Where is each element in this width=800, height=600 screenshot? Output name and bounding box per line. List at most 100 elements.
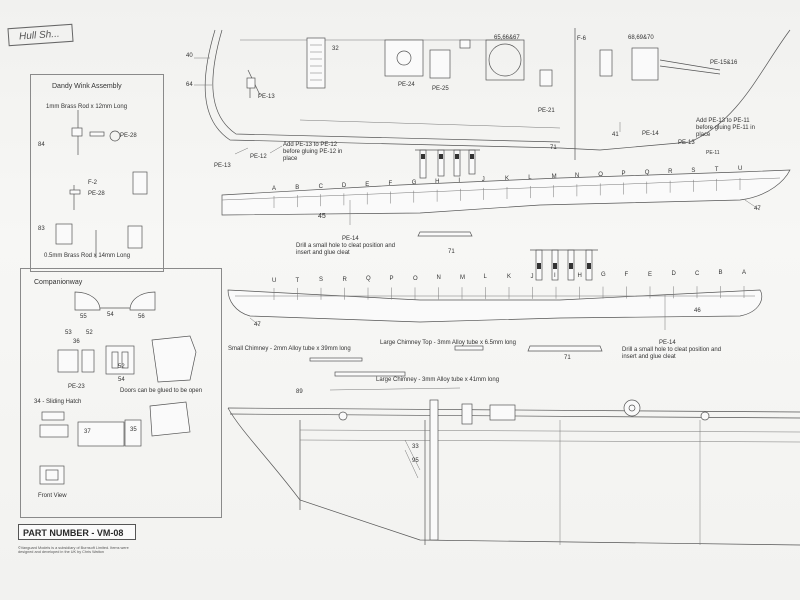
rail-lower-letter: F [624, 272, 629, 278]
small-chimney-label: Small Chimney - 2mm Alloy tube x 39mm lo… [228, 346, 351, 352]
dandy-label-84: 84 [38, 142, 45, 148]
part-number-box: PART NUMBER - VM-08 [18, 524, 136, 540]
rail-lower-note: Drill a small hole to cleat position and… [622, 347, 722, 360]
rail-upper-letter: I [458, 178, 461, 184]
rail-lower-letter: E [648, 271, 653, 278]
rail-upper-letter: G [411, 180, 417, 186]
rail-lower-letter: M [460, 274, 465, 281]
note-add-pe11: Add PE-13 to PE-11 before gluing PE-11 i… [696, 118, 755, 138]
dandy-label-f2: F-2 [88, 180, 97, 186]
hull-label-95: 95 [412, 458, 419, 464]
rail-upper-letter: K [505, 176, 510, 182]
companionway-box [20, 268, 222, 518]
comp-label-54b: 54 [118, 377, 125, 383]
rail-lower-letter: S [319, 277, 324, 284]
label-f6: F-6 [577, 36, 586, 42]
rail-upper-letter: N [574, 173, 580, 179]
rail-upper-47: 47 [754, 206, 761, 212]
comp-label-53: 53 [65, 330, 72, 336]
rail-lower-letter: B [718, 270, 723, 277]
dandy-label-83: 83 [38, 226, 45, 232]
label-40: 40 [186, 53, 193, 59]
rail-upper-letter: Q [644, 170, 650, 176]
comp-label-55: 55 [80, 314, 87, 320]
rail-upper-letter: A [272, 186, 277, 192]
front-view-label: Front View [38, 493, 67, 499]
rail-upper-71: 71 [448, 249, 455, 255]
label-pe13-right: PE-13 [678, 140, 695, 146]
rail-lower-letter: L [483, 274, 487, 281]
rail-lower-letter: I [554, 273, 556, 280]
label-32: 32 [332, 46, 339, 52]
hull-label-89: 89 [296, 389, 303, 395]
label-64: 64 [186, 82, 193, 88]
label-pe15-16: PE-15&16 [710, 60, 738, 66]
dandy-wink-title: Dandy Wink Assembly [52, 83, 122, 90]
label-pe21: PE-21 [538, 108, 555, 114]
label-71-top: 71 [550, 145, 557, 151]
leader-lines [194, 57, 761, 327]
rail-lower-letter: P [389, 276, 394, 282]
rail-lower-letter: D [671, 271, 676, 278]
rail-lower-47: 47 [254, 322, 261, 328]
copyright-text: ©Vanguard Models is a subsidiary of Burn… [18, 546, 129, 555]
rail-upper-letter: P [621, 171, 626, 177]
rail-upper-letter: U [738, 166, 743, 172]
rail-lower-letter: O [413, 275, 418, 282]
label-41: 41 [612, 132, 619, 138]
rail-lower-pe14: PE-14 [659, 340, 676, 346]
comp-label-56: 56 [138, 314, 145, 320]
dandy-rod-top: 1mm Brass Rod x 12mm Long [46, 104, 128, 110]
rail-lower-letter: C [695, 270, 700, 277]
comp-label-52b: 52 [118, 364, 125, 370]
rail-upper-letter: F [388, 181, 393, 187]
comp-label-54a: 54 [107, 312, 114, 318]
large-chimney-label: Large Chimney - 3mm Alloy tube x 41mm lo… [376, 377, 500, 383]
companionway-title: Companionway [34, 279, 83, 286]
rail-upper-letter: T [714, 167, 719, 173]
rail-upper-letter: R [668, 169, 673, 175]
sliding-hatch-label: 34 - Sliding Hatch [34, 399, 82, 405]
rail-lower-letter: U [272, 278, 277, 284]
rail-upper-letter: E [365, 182, 370, 188]
dandy-rod-bottom: 0.5mm Brass Rod x 14mm Long [44, 253, 131, 259]
label-pe14-top: PE-14 [642, 131, 659, 137]
rail-upper-drawing [221, 149, 791, 237]
rail-lower-letter: G [601, 272, 606, 279]
rail-upper-letter: H [435, 179, 440, 185]
label-pe24: PE-24 [398, 82, 415, 88]
label-pe13-left: PE-13 [214, 163, 231, 169]
note-add-pe12: Add PE-13 to PE-12 before gluing PE-12 i… [283, 142, 343, 162]
label-68-69-70: 68,69&70 [628, 35, 654, 41]
rail-lower-71: 71 [564, 355, 571, 361]
label-pe11: PE-11 [706, 150, 720, 156]
rail-upper-note: Drill a small hole to cleat position and… [296, 243, 396, 256]
rail-upper-letter: D [341, 183, 347, 189]
comp-label-35: 35 [130, 427, 137, 433]
rail-lower-letter: A [742, 270, 747, 276]
rail-upper-letter: O [598, 172, 603, 178]
rail-upper-letter: M [551, 174, 557, 180]
comp-label-52a: 52 [86, 330, 93, 336]
label-pe12: PE-12 [250, 154, 267, 160]
dandy-wink-box [30, 74, 164, 272]
dandy-label-pe28-b: PE-28 [88, 191, 105, 197]
rail-upper-letter: S [691, 168, 696, 174]
deck-plan [204, 28, 791, 160]
chimney-drawings [309, 345, 484, 377]
rail-lower-letter: N [436, 275, 441, 282]
rail-lower-letter: Q [366, 276, 371, 283]
companionway-drawing [39, 291, 197, 485]
rail-lower-letter: J [530, 273, 534, 280]
comp-label-37: 37 [84, 429, 91, 435]
rail-lower-letter: H [577, 272, 582, 279]
label-pe25: PE-25 [432, 86, 449, 92]
rail-upper-letter: B [295, 185, 300, 191]
rail-lower-46: 46 [694, 308, 701, 314]
comp-label-36: 36 [73, 339, 80, 345]
rail-upper-45: 45 [318, 213, 326, 220]
label-65-66-67: 65,66&67 [494, 35, 520, 41]
rail-upper-pe14: PE-14 [342, 236, 359, 242]
